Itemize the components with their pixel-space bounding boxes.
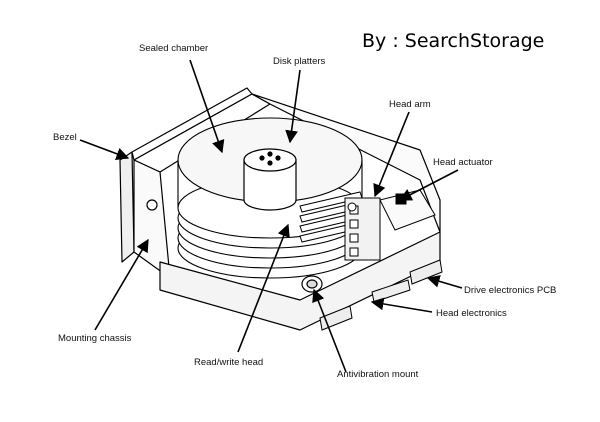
- arrow-head-arm: [373, 111, 410, 198]
- label-read-write-head: Read/write head: [194, 357, 264, 368]
- label-sealed-chamber: Sealed chamber: [139, 43, 209, 54]
- arrow-disk-platters: [285, 69, 301, 144]
- arrow-sealed-chamber: [189, 59, 225, 154]
- label-antivibration-mount: Antivibration mount: [337, 369, 419, 380]
- label-disk-platters: Disk platters: [273, 56, 326, 67]
- label-bezel: Bezel: [53, 132, 77, 143]
- label-head-actuator: Head actuator: [433, 157, 493, 168]
- antivibration-mount-shape: [146, 199, 323, 293]
- label-head-arm: Head arm: [389, 99, 431, 110]
- arrow-antivibration: [312, 288, 347, 373]
- credit-text: By : SearchStorage: [362, 30, 545, 52]
- leader-lines: [79, 59, 463, 373]
- arrow-read-write-head: [237, 223, 290, 353]
- spindle-hub: [243, 148, 297, 211]
- label-head-electronics: Head electronics: [436, 308, 507, 319]
- arrow-head-actuator: [398, 169, 459, 201]
- label-mounting-chassis: Mounting chassis: [58, 333, 132, 344]
- arrow-head-electronics: [370, 297, 433, 313]
- bezel-plate: [119, 151, 135, 263]
- arrow-bezel: [79, 139, 130, 160]
- label-drive-electronics-pcb: Drive electronics PCB: [464, 285, 557, 296]
- arrow-mounting-chassis: [94, 238, 149, 331]
- arrow-drive-pcb: [426, 275, 463, 289]
- chassis-wall: [133, 159, 171, 279]
